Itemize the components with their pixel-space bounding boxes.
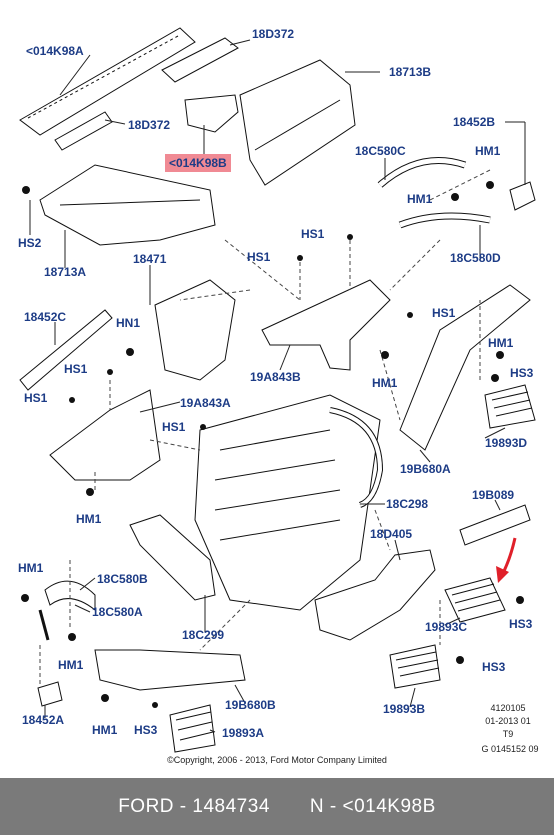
label-18c580c: 18C580C bbox=[355, 144, 406, 158]
label-18c299: 18C299 bbox=[182, 628, 225, 642]
label-hs3: HS3 bbox=[134, 723, 158, 737]
label-19893d: 19893D bbox=[485, 436, 528, 450]
label-hs1: HS1 bbox=[64, 362, 88, 376]
label-18471: 18471 bbox=[133, 252, 167, 266]
label-19a843b: 19A843B bbox=[250, 370, 301, 384]
parts-diagram: <014K98A 18D372 18713B 18D372 <014K98B 1… bbox=[18, 27, 539, 765]
label-hs3: HS3 bbox=[482, 660, 506, 674]
label-18713b: 18713B bbox=[389, 65, 432, 79]
label-18c580a: 18C580A bbox=[92, 605, 143, 619]
label-hm1: HM1 bbox=[475, 144, 501, 158]
label-18d372-mid: 18D372 bbox=[128, 118, 171, 132]
label-hn1: HN1 bbox=[116, 316, 141, 330]
label-hs2: HS2 bbox=[18, 236, 42, 250]
label-hs3: HS3 bbox=[510, 366, 534, 380]
label-014k98b-highlighted: <014K98B bbox=[165, 154, 231, 172]
brand-part-number: FORD - 1484734 bbox=[118, 795, 270, 817]
label-hm1: HM1 bbox=[76, 512, 102, 526]
label-18c298: 18C298 bbox=[386, 497, 429, 511]
diagram-date: 01-2013 01 bbox=[485, 716, 531, 726]
label-hm1: HM1 bbox=[18, 561, 44, 575]
label-hm1: HM1 bbox=[488, 336, 514, 350]
diagram-model: T9 bbox=[502, 729, 514, 739]
label-hs3: HS3 bbox=[509, 617, 533, 631]
label-hm1: HM1 bbox=[407, 192, 433, 206]
label-18c580b: 18C580B bbox=[97, 572, 148, 586]
part-footer-bar: FORD - 1484734 N - <014K98B bbox=[0, 778, 554, 835]
diagram-ref: G 0145152 09 bbox=[481, 744, 539, 754]
part-name: N - <014K98B bbox=[309, 795, 436, 817]
highlight-arrow bbox=[496, 537, 517, 583]
label-hm1: HM1 bbox=[58, 658, 84, 672]
label-hm1: HM1 bbox=[372, 376, 398, 390]
label-18452b: 18452B bbox=[453, 115, 496, 129]
label-19893b: 19893B bbox=[383, 702, 426, 716]
copyright-notice: ©Copyright, 2006 - 2013, Ford Motor Comp… bbox=[167, 755, 387, 765]
label-hs1: HS1 bbox=[24, 391, 48, 405]
label-19893a: 19893A bbox=[222, 726, 265, 740]
label-18d372-top: 18D372 bbox=[252, 27, 295, 41]
diagram-code: 4120105 bbox=[490, 703, 526, 713]
label-18452c: 18452C bbox=[24, 310, 67, 324]
label-19b680b: 19B680B bbox=[225, 698, 276, 712]
label-hm1: HM1 bbox=[92, 723, 118, 737]
label-hs1: HS1 bbox=[301, 227, 325, 241]
label-18713a: 18713A bbox=[44, 265, 87, 279]
parts-drawing bbox=[19, 27, 536, 753]
label-hs1: HS1 bbox=[247, 250, 271, 264]
label-18d405: 18D405 bbox=[370, 527, 413, 541]
label-19a843a: 19A843A bbox=[180, 396, 231, 410]
label-hs1: HS1 bbox=[432, 306, 456, 320]
label-18452a: 18452A bbox=[22, 713, 65, 727]
label-hs1: HS1 bbox=[162, 420, 186, 434]
label-18c580d: 18C580D bbox=[450, 251, 501, 265]
label-19b089: 19B089 bbox=[472, 488, 515, 502]
label-19893c: 19893C bbox=[425, 620, 468, 634]
label-19b680a: 19B680A bbox=[400, 462, 451, 476]
label-014k98a: <014K98A bbox=[26, 44, 84, 58]
